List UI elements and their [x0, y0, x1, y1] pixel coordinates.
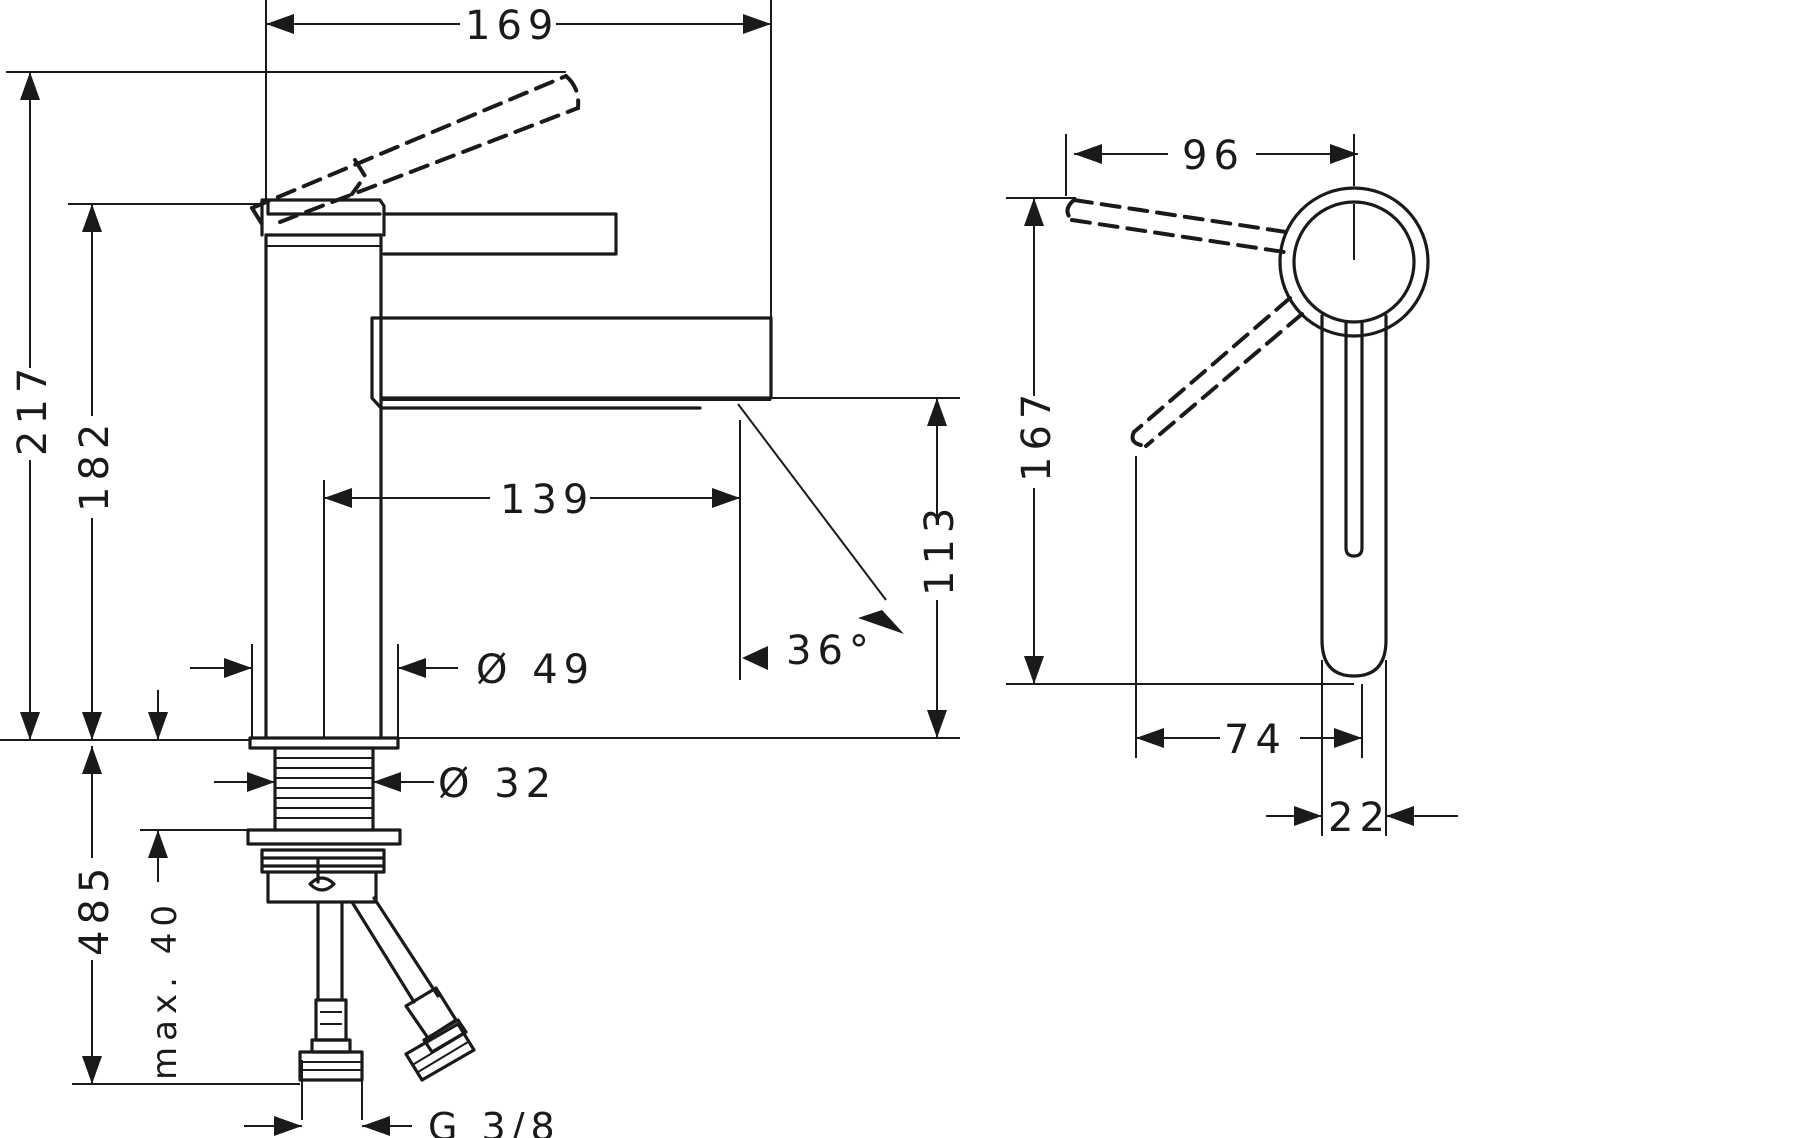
- dim-label-96: 96: [1182, 133, 1245, 179]
- dim-label-dia-32: Ø 32: [438, 761, 557, 807]
- dim-label-167: 167: [1014, 388, 1060, 482]
- lever-handle: [382, 212, 618, 256]
- flow-angle-line: [737, 403, 887, 601]
- dim-label-485: 485: [72, 862, 118, 956]
- handle-hub: [1278, 186, 1430, 338]
- dim-label-dia-49: Ø 49: [476, 647, 595, 693]
- side-lever: [1320, 314, 1388, 678]
- side-view: [1065, 186, 1430, 678]
- supply-hoses: [298, 896, 476, 1082]
- dim-label-217: 217: [10, 362, 56, 456]
- dim-label-22: 22: [1328, 795, 1391, 841]
- threaded-shank: [273, 746, 375, 832]
- dim-label-139: 139: [500, 477, 594, 523]
- dim-label-169: 169: [465, 3, 559, 49]
- spout: [370, 316, 773, 410]
- dim-label-max-40: max. 40: [145, 899, 185, 1080]
- base-plate: [248, 736, 400, 750]
- dim-label-g38: G 3/8: [428, 1105, 561, 1138]
- side-lever-raised: [1065, 198, 1304, 448]
- lever-handle-raised: [250, 74, 581, 226]
- dim-label-36: 36°: [786, 628, 875, 674]
- dim-label-113: 113: [917, 502, 963, 596]
- side-dimensions: 96 167 74 22: [1006, 133, 1458, 841]
- front-view: [246, 74, 887, 1082]
- front-dimensions: 169 217 182 139 113 36° Ø 49 Ø 32 485 ma…: [0, 0, 963, 1138]
- dim-label-74: 74: [1224, 717, 1287, 763]
- dim-label-182: 182: [72, 418, 118, 512]
- fixing-nut: [246, 828, 402, 904]
